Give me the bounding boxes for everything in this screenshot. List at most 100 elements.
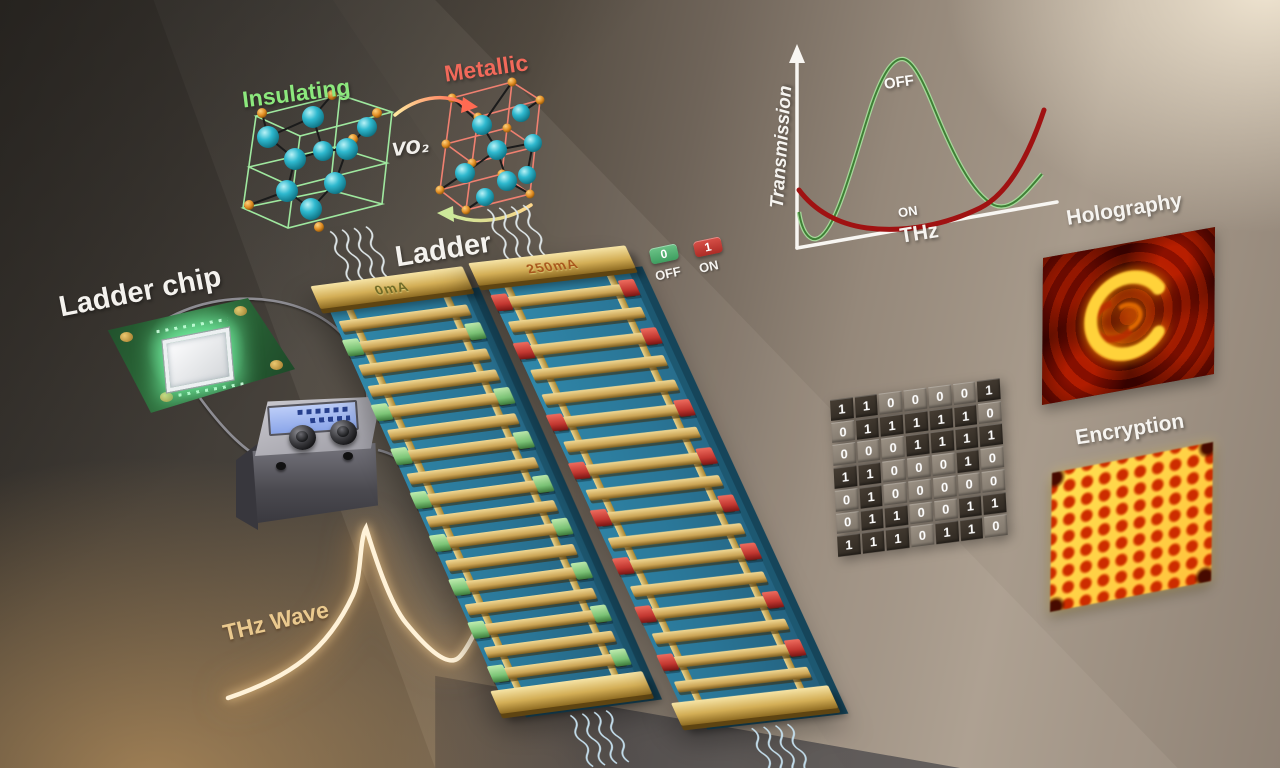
vo2-pad — [589, 509, 614, 528]
ladder-rung — [444, 543, 578, 572]
ladder-rung — [655, 638, 807, 672]
vo2-pad — [783, 638, 807, 657]
ladder-rung — [545, 398, 697, 432]
vo2-pad — [611, 557, 636, 576]
binding-post — [343, 452, 353, 460]
vo2-pad — [716, 494, 741, 513]
matrix-cell: 1 — [880, 413, 904, 438]
ladder-rung — [357, 347, 491, 376]
transmission-graph — [789, 44, 1059, 250]
ladder-rung — [567, 446, 719, 480]
matrix-cell: 0 — [856, 439, 881, 463]
on-curve-label: ON — [897, 202, 919, 221]
ladder-rung — [651, 618, 790, 645]
matrix-cell: 0 — [931, 452, 956, 477]
holographic-c-ring — [1084, 270, 1166, 361]
legend-on-badge: 1 — [692, 236, 724, 258]
vo2-pad — [589, 604, 613, 624]
pcb-gold-pad — [120, 332, 133, 342]
ladder-rung — [629, 570, 768, 597]
vo2-pad — [570, 561, 594, 580]
matrix-cell: 1 — [953, 403, 978, 428]
matrix-cell: 0 — [908, 478, 932, 503]
ladder-rung — [589, 494, 741, 528]
ladder-rung — [370, 387, 516, 422]
matrix-cell: 0 — [928, 384, 952, 409]
matrix-cell: 0 — [879, 390, 903, 415]
ladder-rung — [341, 321, 487, 357]
ladder-rung — [530, 354, 669, 382]
matrix-cell: 1 — [983, 491, 1007, 516]
power-supply-knob — [330, 420, 357, 445]
matrix-cell: 0 — [952, 381, 977, 405]
incident-thz-waves — [486, 204, 548, 261]
pcb-gold-pad — [270, 360, 283, 370]
vo2-pad — [608, 648, 632, 667]
vo2-pad — [512, 341, 536, 360]
matrix-cell: 1 — [904, 410, 929, 434]
matrix-cell: 0 — [882, 458, 907, 483]
ladder-rung — [464, 587, 598, 616]
matrix-cell: 0 — [981, 468, 1006, 493]
matrix-cell: 0 — [881, 436, 906, 460]
insulating-atoms — [244, 90, 382, 232]
ladder-device-off: 0mA — [310, 226, 653, 768]
power-supply-side — [236, 443, 258, 530]
transmitted-thz-waves — [751, 723, 812, 768]
matrix-cell: 0 — [834, 487, 859, 512]
power-supply-knob — [289, 425, 316, 450]
matrix-cell: 1 — [958, 494, 983, 519]
matrix-cell: 0 — [932, 475, 957, 499]
ladder-rung — [563, 426, 702, 453]
incident-thz-waves — [329, 226, 390, 284]
matrix-cell: 1 — [859, 484, 883, 509]
ladder-rung — [585, 474, 724, 501]
current-label-on: 250mA — [523, 255, 581, 276]
ladder-rung — [406, 456, 540, 485]
matrix-cell: 1 — [855, 416, 880, 441]
ladder-rung — [512, 326, 664, 360]
matrix-cell: 1 — [837, 533, 861, 557]
vo2-pad — [672, 398, 697, 417]
vo2-pad — [545, 413, 569, 432]
ladder-rung — [367, 369, 501, 398]
on-curve — [796, 107, 1047, 232]
matrix-cell: 1 — [954, 426, 979, 451]
matrix-cell: 0 — [980, 446, 1005, 470]
vo2-pad — [512, 430, 536, 450]
legend-on-label: ON — [697, 257, 720, 276]
pcb-gold-pad — [160, 392, 173, 402]
holography-label: Holography — [1064, 189, 1184, 230]
ladder-rung — [541, 378, 680, 405]
matrix-cell: 1 — [884, 504, 909, 528]
legend-off-badge: 0 — [648, 243, 680, 265]
matrix-cell: 0 — [957, 472, 981, 496]
encryption-label: Encryption — [1073, 409, 1186, 450]
ladder-rung — [386, 413, 520, 442]
matrix-cell: 0 — [978, 400, 1002, 425]
matrix-cell: 1 — [886, 527, 910, 551]
matrix-cell: 1 — [979, 423, 1004, 448]
matrix-cell: 1 — [959, 517, 984, 542]
vo2-label: VO₂ — [390, 135, 430, 162]
matrix-cell: 1 — [860, 507, 885, 532]
matrix-cell: 0 — [909, 501, 934, 525]
matrix-cell: 1 — [935, 520, 959, 545]
vo2-pad — [492, 387, 516, 406]
ladder-rung — [611, 542, 763, 576]
transmitted-thz-waves — [569, 710, 630, 768]
matrix-cell: 0 — [832, 442, 856, 467]
pcb-gold-pad — [234, 306, 247, 316]
matrix-cell: 1 — [905, 433, 930, 457]
matrix-cell: 0 — [903, 387, 928, 412]
legend-off-label: OFF — [653, 263, 683, 284]
matrix-cell: 1 — [929, 407, 953, 431]
binding-post — [276, 462, 286, 470]
matrix-cell: 1 — [833, 465, 858, 489]
vo2-pad — [655, 652, 680, 672]
matrix-cell: 1 — [930, 429, 955, 454]
ladder-rung — [389, 430, 536, 466]
ladder-rung — [425, 500, 559, 529]
